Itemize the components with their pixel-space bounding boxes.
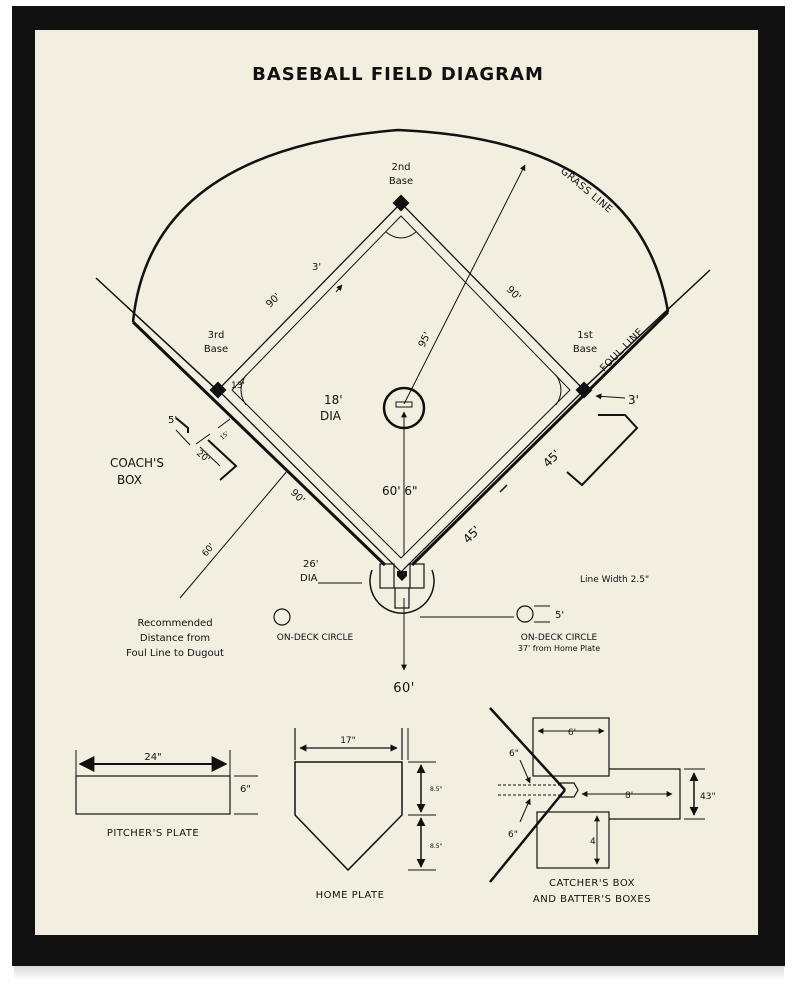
arrow-3ft-top	[335, 284, 343, 293]
pitchers-plate-label: PITCHER'S PLATE	[107, 828, 199, 839]
dim-90-left: 90'	[264, 291, 283, 310]
pitchers-plate-height: 6"	[240, 784, 251, 795]
first-base-cutout	[555, 374, 562, 406]
on-deck-left-label: ON-DECK CIRCLE	[277, 633, 354, 643]
home-plate-side-a: 8.5"	[430, 786, 443, 793]
third-base-cutout	[240, 374, 247, 406]
dim-20: 20'	[194, 449, 211, 466]
second-base-label-2: Base	[389, 176, 413, 187]
third-base-label-1: 3rd	[208, 330, 225, 341]
home-plate-circle	[369, 569, 435, 614]
page-title: BASEBALL FIELD DIAGRAM	[252, 64, 544, 85]
home-plate-label: HOME PLATE	[316, 890, 385, 901]
third-base	[209, 381, 227, 399]
mark-45-right	[499, 484, 508, 493]
arrow-3ft-right	[595, 393, 626, 400]
mound-distance: 60' 6"	[382, 484, 418, 498]
first-base-label-2: Base	[573, 344, 597, 355]
mound-dia-2: DIA	[320, 409, 342, 423]
frame-shadow	[14, 966, 784, 980]
on-deck-circle-right	[516, 605, 534, 623]
on-deck-right-note: 37' from Home Plate	[518, 644, 600, 653]
dim-5-coach: 5'	[168, 415, 177, 426]
home-plate-side-b: 8.5"	[430, 843, 443, 850]
gap-top: 6"	[509, 749, 519, 759]
box-height: 43"	[700, 792, 716, 802]
pitchers-plate-detail	[75, 750, 258, 815]
home-plate-detail	[294, 728, 436, 872]
poster	[35, 30, 758, 935]
coach-box-right	[566, 414, 639, 487]
dim-90-foul: 90'	[288, 487, 307, 506]
batters-box-left	[379, 563, 395, 589]
second-base	[392, 194, 410, 212]
coach-box-label-1: COACH'S	[110, 456, 164, 470]
dugout-note-3: Foul Line to Dugout	[126, 648, 224, 659]
first-base	[575, 381, 593, 399]
dugout-distance-line	[179, 469, 289, 599]
dim-5-ondeck: 5'	[555, 610, 564, 621]
foul-line-right	[410, 269, 711, 567]
catchers-box	[394, 587, 410, 609]
dim-45-upper: 45'	[540, 447, 563, 470]
home-dia-1: 26'	[303, 559, 318, 570]
first-base-label-1: 1st	[577, 330, 593, 341]
grass-line-label: GRASS LINE	[558, 166, 614, 216]
line-width-label: Line Width 2.5"	[580, 575, 649, 585]
on-deck-right-label: ON-DECK CIRCLE	[521, 633, 598, 643]
dim-45-lower: 45'	[460, 523, 483, 546]
second-base-cutout	[385, 231, 417, 239]
coach-box-left	[175, 417, 238, 481]
second-base-label-1: 2nd	[391, 162, 410, 173]
foul-line-left	[95, 277, 387, 567]
dim-90-right: 90'	[504, 284, 523, 303]
batter-box-width: 4'	[590, 837, 598, 847]
coach-box-label-2: BOX	[117, 473, 142, 487]
home-plate-mark	[397, 571, 407, 581]
gap-bottom: 6"	[508, 830, 518, 840]
boxes-label-1: CATCHER'S BOX	[549, 878, 635, 889]
on-deck-circle-left	[273, 608, 291, 626]
foul-line-label: FOUL LINE	[598, 326, 646, 374]
pitchers-plate-width: 24"	[144, 752, 161, 763]
batters-box-right	[409, 563, 425, 589]
dim-3ft-right: 3'	[628, 393, 639, 407]
dugout-note-1: Recommended	[137, 618, 212, 629]
dim-95: 95'	[417, 331, 434, 350]
dugout-note-2: Distance from	[140, 633, 210, 644]
backstop-distance: 60'	[393, 681, 415, 696]
dim-13: 13'	[231, 381, 245, 391]
catcher-batter-boxes-detail	[489, 707, 705, 883]
dim-3ft-top: 3'	[312, 262, 321, 273]
pitching-rubber	[395, 401, 413, 408]
home-plate-width: 17"	[340, 736, 356, 746]
third-base-label-2: Base	[204, 344, 228, 355]
arrow-95ft	[403, 164, 526, 405]
mound-dia-1: 18'	[324, 393, 343, 407]
dim-15: 15'	[219, 430, 231, 442]
boxes-label-2: AND BATTER'S BOXES	[533, 894, 651, 905]
catcher-box-width: 6'	[568, 728, 576, 738]
outfield-arc	[131, 128, 670, 323]
box-length: 8'	[625, 791, 633, 801]
home-dia-2: DIA	[300, 573, 318, 584]
